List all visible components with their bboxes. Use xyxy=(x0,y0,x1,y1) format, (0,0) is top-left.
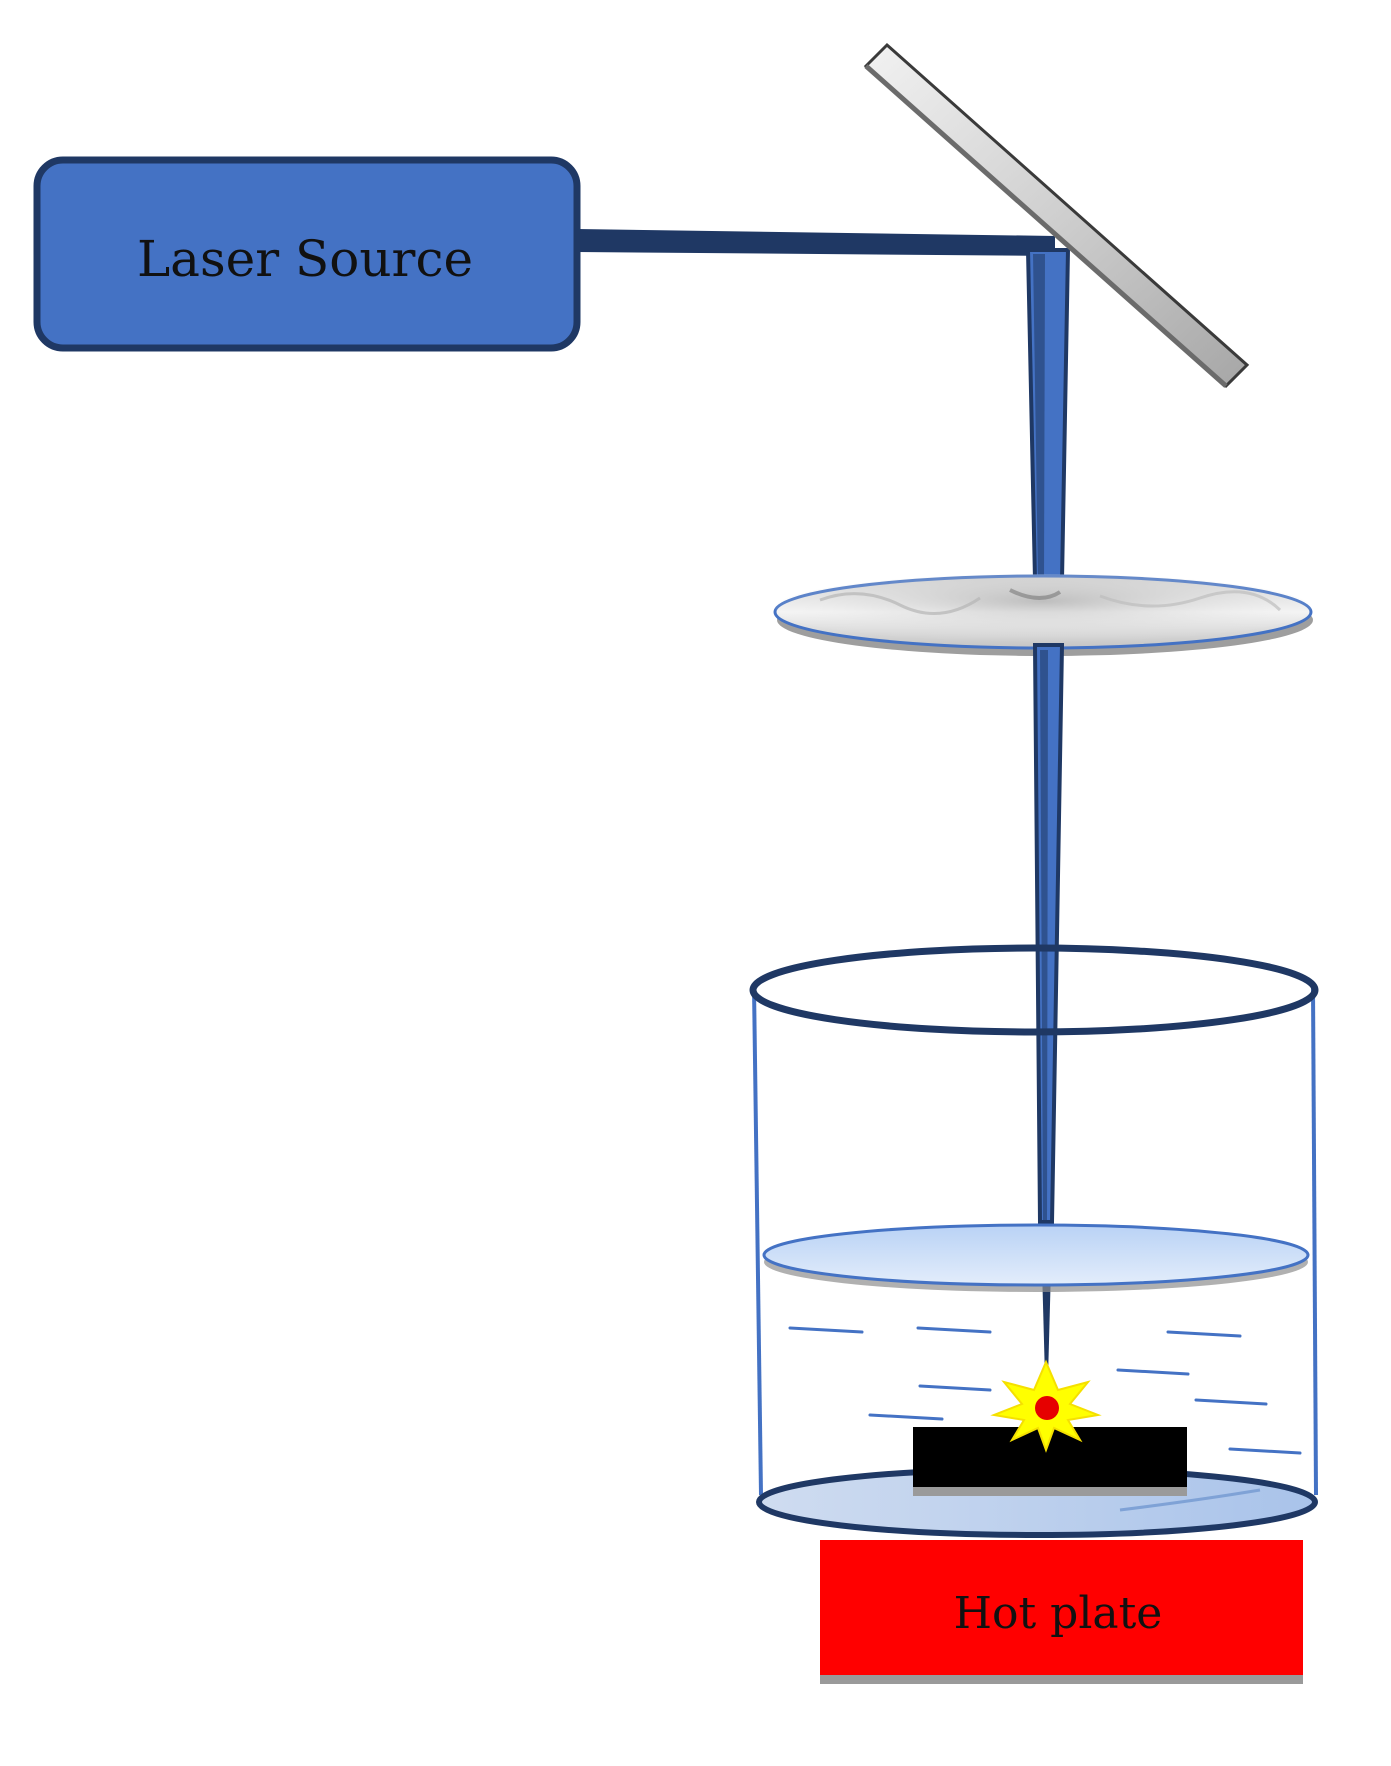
hot-plate-label: Hot plate xyxy=(954,1588,1163,1639)
vertical-laser-beam-upper xyxy=(1025,248,1071,582)
liquid-ripples xyxy=(788,1326,1302,1455)
laser-source-box: Laser Source xyxy=(33,156,581,352)
liquid-surface xyxy=(762,1223,1310,1292)
laser-source-label: Laser Source xyxy=(137,230,473,288)
horizontal-laser-beam xyxy=(577,229,1055,256)
focusing-lens xyxy=(773,574,1313,656)
mirror xyxy=(863,42,1250,389)
hot-plate: Hot plate xyxy=(820,1540,1303,1684)
ablation-spark xyxy=(990,1359,1102,1453)
